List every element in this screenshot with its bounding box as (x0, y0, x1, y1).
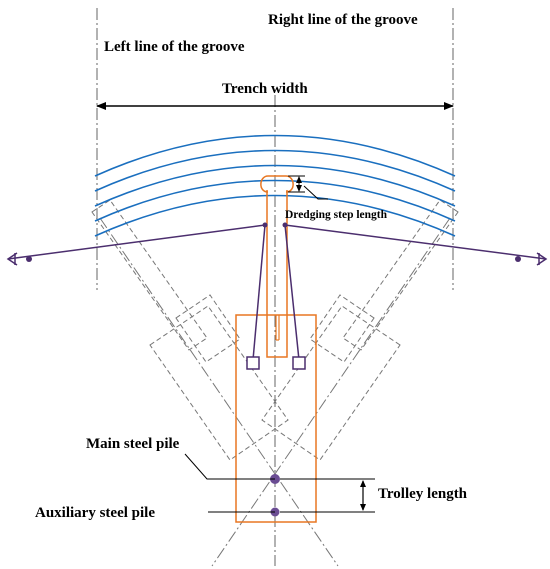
anchor-left-icon (6, 252, 18, 266)
dredging-arcs (94, 134, 456, 237)
winch-cables (7, 224, 547, 361)
arc-5 (94, 194, 456, 237)
label-left-groove-line: Left line of the groove (104, 39, 245, 55)
cutter-head (260, 175, 294, 193)
anchor-left-dot (26, 256, 32, 262)
main-pile-leader (184, 453, 275, 480)
label-auxiliary-steel-pile: Auxiliary steel pile (35, 505, 155, 521)
cable-left-anchor (7, 224, 266, 260)
label-right-groove-line: Right line of the groove (268, 12, 418, 28)
arc-3 (94, 164, 456, 207)
label-trench-width: Trench width (222, 81, 308, 97)
swing-line-left (99, 217, 339, 567)
cable-pulley-left (262, 222, 268, 228)
cable-right-winch (284, 224, 300, 361)
trolley-body (235, 314, 317, 523)
cable-pulley-right (282, 222, 288, 228)
winch-right (292, 356, 306, 370)
arc-1 (94, 134, 456, 177)
label-dredging-step-length: Dredging step length (285, 209, 388, 221)
boom-arm (266, 190, 288, 358)
winch-left (246, 356, 260, 370)
cable-right-anchor (284, 224, 547, 260)
anchor-right-dot (515, 256, 521, 262)
arc-2 (94, 149, 456, 192)
cable-left-winch (252, 224, 266, 361)
arc-4 (94, 179, 456, 222)
rotated-boom-right (261, 199, 459, 461)
rotated-boom-left (91, 199, 289, 461)
label-trolley-length: Trolley length (378, 486, 468, 502)
anchor-right-icon (536, 252, 548, 266)
label-main-steel-pile: Main steel pile (86, 436, 180, 452)
swing-line-right (211, 217, 451, 567)
dredging-step-leader (303, 185, 328, 200)
